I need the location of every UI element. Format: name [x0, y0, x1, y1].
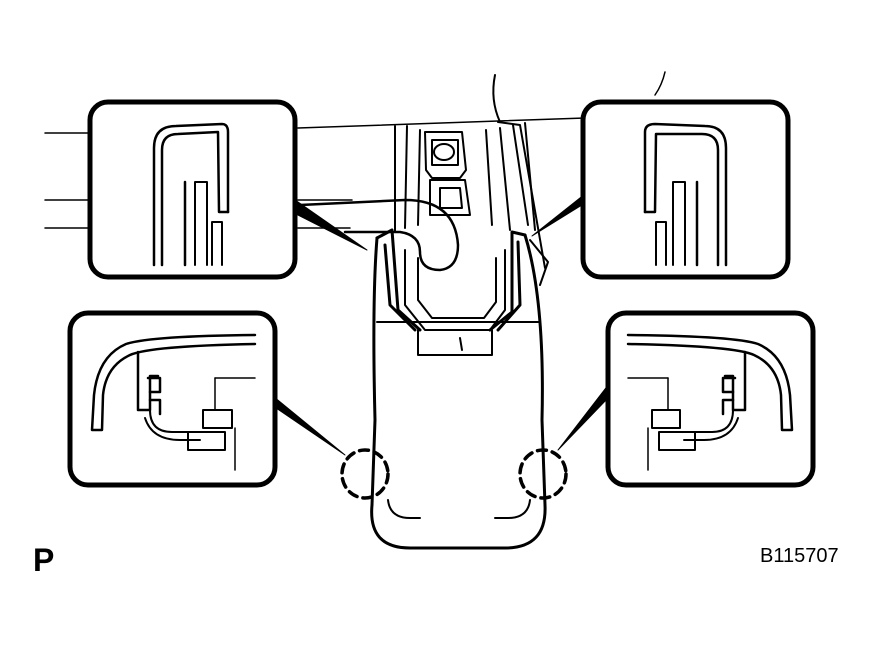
callout-lower-left — [67, 310, 278, 488]
callout-upper-right — [580, 99, 791, 280]
detail-circle-left — [340, 448, 390, 500]
bolt — [424, 131, 471, 216]
console-assembly — [298, 74, 549, 356]
leader-lines — [267, 189, 613, 456]
callout-lower-right — [605, 310, 816, 488]
leader-lower-left — [267, 391, 346, 456]
console-cover — [370, 228, 547, 550]
detail-circle-right — [518, 448, 568, 500]
curved-pipe — [298, 198, 460, 272]
detail-markers — [340, 448, 568, 500]
leader-lower-right — [557, 379, 613, 451]
view-letter: P — [33, 542, 55, 578]
callout-upper-left — [87, 99, 298, 280]
figure-code: B115707 — [760, 545, 839, 567]
